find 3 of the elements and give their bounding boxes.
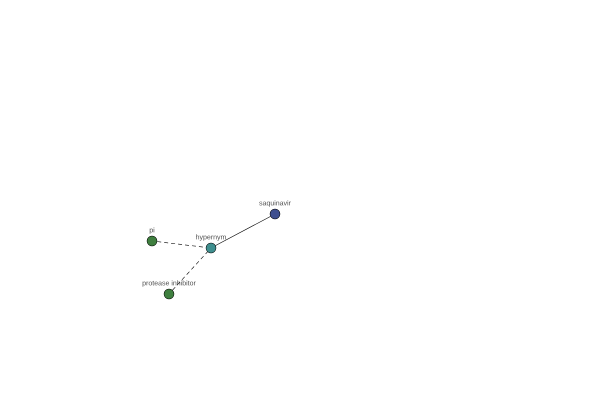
connector xyxy=(172,252,208,290)
connector xyxy=(156,241,206,248)
connector xyxy=(215,216,271,246)
